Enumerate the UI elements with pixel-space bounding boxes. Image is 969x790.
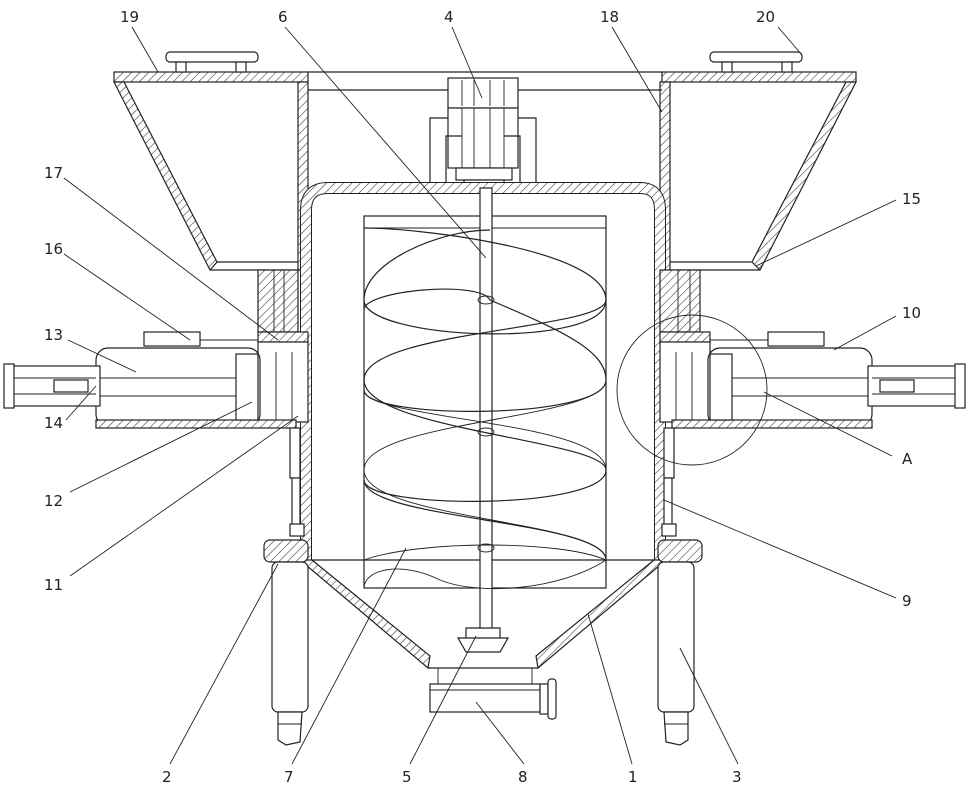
right-hopper-lid: [710, 52, 802, 72]
label-20: 20: [756, 8, 775, 26]
label-15: 15: [902, 190, 921, 208]
left-leg: [272, 562, 308, 745]
label-13: 13: [44, 326, 63, 344]
motor: [430, 78, 536, 190]
label-12: 12: [44, 492, 63, 510]
left-hopper: [114, 72, 308, 270]
label-14: 14: [44, 414, 63, 432]
label-5: 5: [402, 768, 412, 786]
right-hopper: [660, 72, 856, 270]
label-17: 17: [44, 164, 63, 182]
label-2: 2: [162, 768, 172, 786]
label-9: 9: [902, 592, 912, 610]
label-4: 4: [444, 8, 454, 26]
left-hopper-lid: [166, 52, 258, 72]
label-19: 19: [120, 8, 139, 26]
label-3: 3: [732, 768, 742, 786]
label-11: 11: [44, 576, 63, 594]
label-18: 18: [600, 8, 619, 26]
label-1: 1: [628, 768, 638, 786]
screw-conveyor: [364, 188, 606, 628]
outlet-valve: [430, 628, 556, 719]
label-6: 6: [278, 8, 288, 26]
right-leg: [658, 562, 694, 745]
label-a: A: [902, 450, 913, 468]
label-10: 10: [902, 304, 921, 322]
label-8: 8: [518, 768, 528, 786]
label-16: 16: [44, 240, 63, 258]
label-7: 7: [284, 768, 294, 786]
